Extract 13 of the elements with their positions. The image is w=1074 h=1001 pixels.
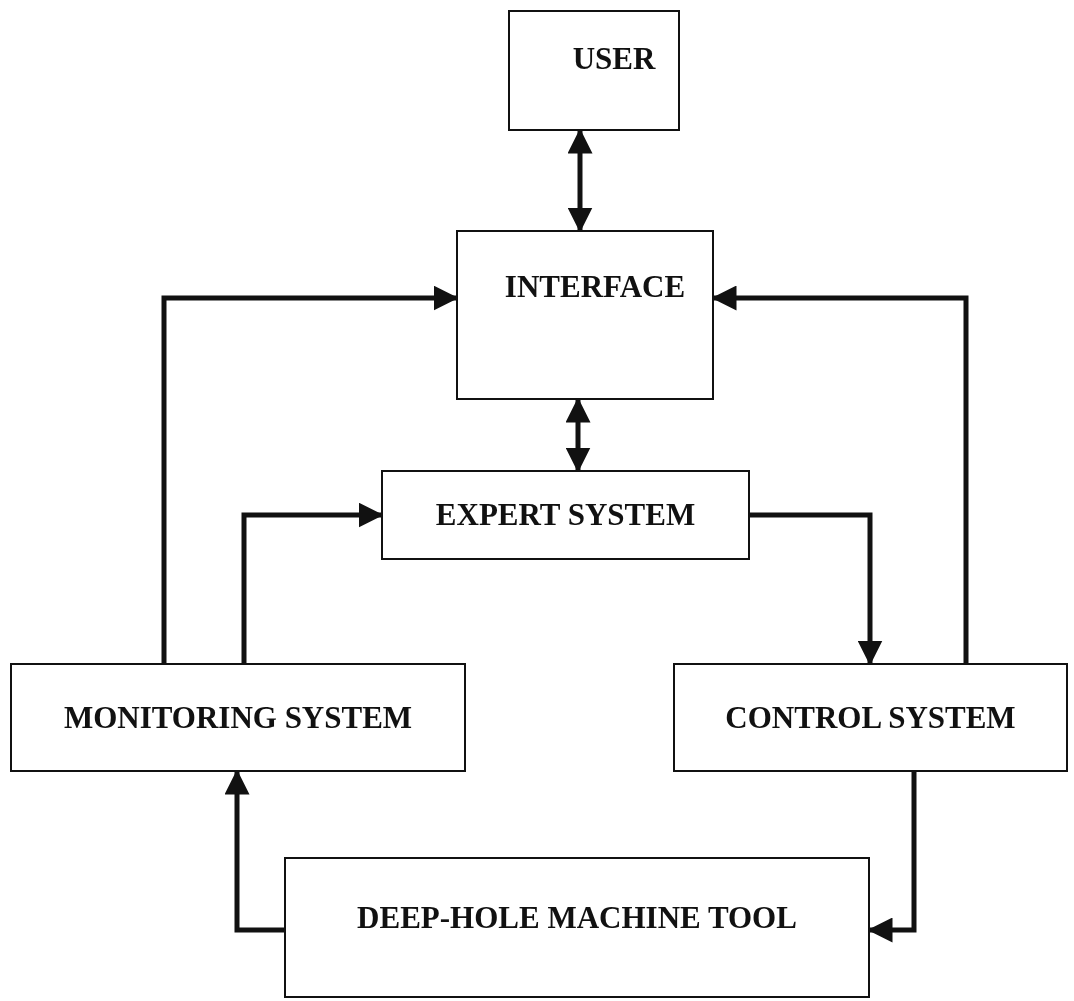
arrow	[750, 512, 883, 666]
box-label: USER	[572, 40, 656, 77]
box-label: EXPERT SYSTEM	[435, 497, 696, 533]
process-box	[456, 230, 714, 400]
process-box	[10, 663, 466, 772]
box-label: MONITORING SYSTEM	[63, 699, 413, 736]
box-label: INTERFACE	[504, 269, 686, 305]
box-label: DEEP-HOLE MACHINE TOOL	[357, 899, 797, 936]
process-box	[284, 857, 870, 998]
box-label: CONTROL SYSTEM	[725, 699, 1016, 736]
process-box	[508, 10, 680, 131]
process-box	[673, 663, 1068, 772]
process-box	[381, 470, 750, 560]
